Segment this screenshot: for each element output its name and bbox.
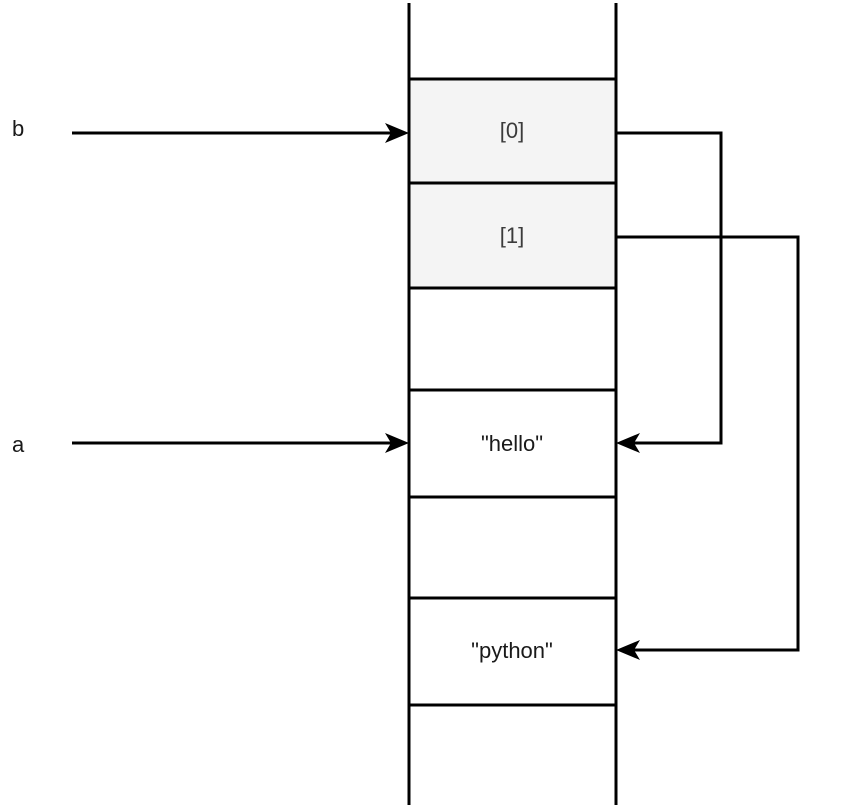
memory-cell-empty-top-fill <box>409 3 616 79</box>
memory-column-frame <box>407 3 618 805</box>
memory-cell-index-0-label: [0] <box>500 118 524 143</box>
memory-cell-fills <box>409 3 616 805</box>
reference-connectors <box>616 131 800 660</box>
reference-line-index-0-to-hello <box>616 131 723 445</box>
memory-cell-empty-bottom-fill <box>409 705 616 805</box>
reference-arrowhead-hello <box>616 433 640 453</box>
reference-line-index-1-to-python <box>616 235 800 652</box>
memory-cell-empty-2-fill <box>409 497 616 598</box>
variable-label-b: b <box>12 116 24 141</box>
memory-cell-index-0-fill <box>409 79 616 183</box>
reference-arrowhead-python <box>616 640 640 660</box>
memory-cell-hello-fill <box>409 390 616 497</box>
variable-arrowhead-b <box>385 123 409 143</box>
memory-cell-python-fill <box>409 598 616 705</box>
variable-pointers: b a <box>12 116 409 457</box>
variable-label-a: a <box>12 432 25 457</box>
memory-cell-index-1-fill <box>409 183 616 288</box>
memory-cell-python-label: "python" <box>471 638 553 663</box>
memory-cell-empty-1-fill <box>409 288 616 390</box>
memory-cell-labels: [0] [1] "hello" "python" <box>471 118 553 663</box>
variable-arrowhead-a <box>385 433 409 453</box>
memory-cell-hello-label: "hello" <box>481 431 543 456</box>
memory-cell-index-1-label: [1] <box>500 223 524 248</box>
